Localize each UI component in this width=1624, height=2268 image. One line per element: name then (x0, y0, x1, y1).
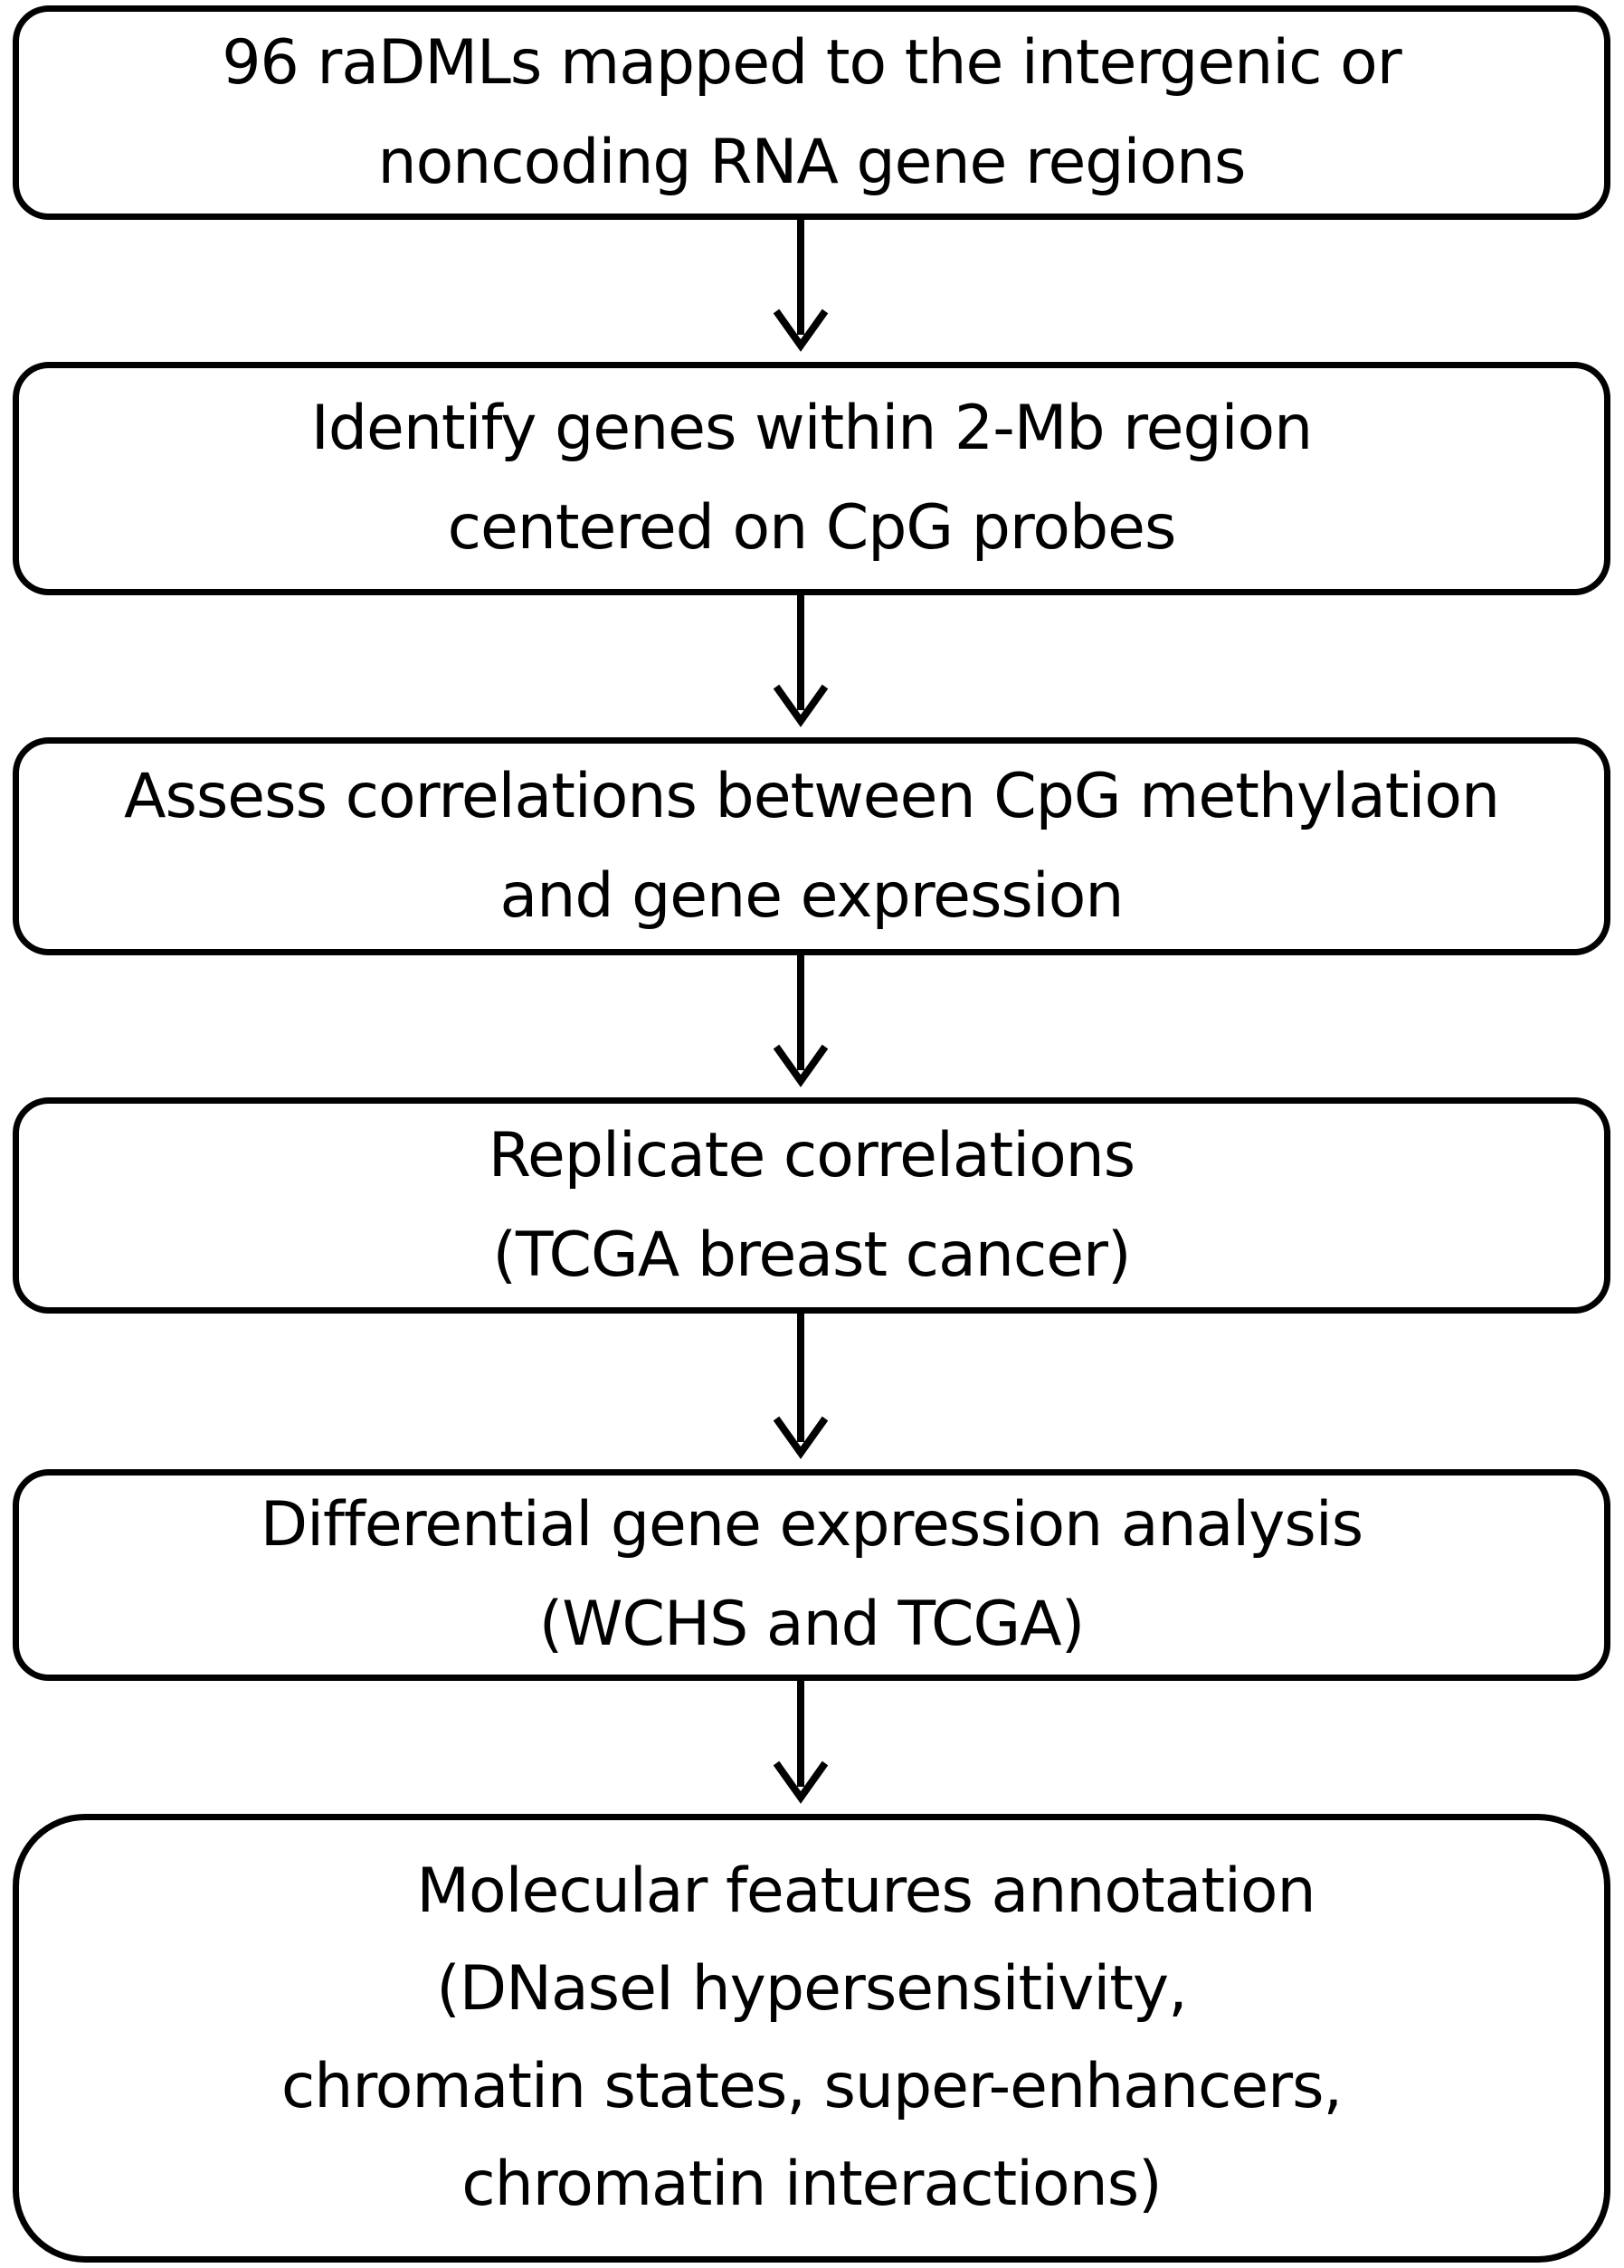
arrow-3-to-4 (773, 955, 829, 1087)
flow-step-2-line-2: centered on CpG probes (447, 492, 1177, 564)
flow-step-4-line-2: (TCGA breast cancer) (492, 1219, 1131, 1291)
flow-step-3-line-2: and gene expression (499, 859, 1125, 932)
flow-step-2-line-1: Identify genes within 2-Mb region (310, 393, 1313, 464)
flow-step-6-line-1: Molecular features annotation (416, 1855, 1315, 1927)
flow-step-6-line-2: (DNaseI hypersensitivity, (436, 1953, 1188, 2025)
flow-step-1-line-1: 96 raDMLs mapped to the intergenic or (222, 26, 1401, 99)
flow-step-3-box: Assess correlations between CpG methylat… (13, 737, 1610, 955)
arrow-4-to-5 (773, 1314, 829, 1459)
flow-step-2-box: Identify genes within 2-Mb region center… (13, 362, 1610, 595)
flow-step-5-line-1: Differential gene expression analysis (260, 1489, 1363, 1561)
flow-step-4-box: Replicate correlations (TCGA breast canc… (13, 1097, 1610, 1314)
flow-step-6-box: Molecular features annotation (DNaseI hy… (13, 1814, 1610, 2263)
flow-step-6-line-4: chromatin interactions) (461, 2149, 1162, 2220)
flow-step-3-line-1: Assess correlations between CpG methylat… (123, 760, 1500, 832)
arrow-5-to-6 (773, 1681, 829, 1804)
flow-step-6-line-3: chromatin states, super-enhancers, (280, 2051, 1343, 2122)
flow-step-5-line-2: (WCHS and TCGA) (538, 1589, 1085, 1660)
flow-step-4-line-1: Replicate correlations (488, 1119, 1135, 1191)
arrow-1-to-2 (773, 220, 829, 352)
flow-step-1-line-2: noncoding RNA gene regions (377, 126, 1246, 198)
flow-step-1-box: 96 raDMLs mapped to the intergenic or no… (13, 5, 1610, 220)
arrow-2-to-3 (773, 595, 829, 727)
flow-step-5-box: Differential gene expression analysis (W… (13, 1469, 1610, 1681)
